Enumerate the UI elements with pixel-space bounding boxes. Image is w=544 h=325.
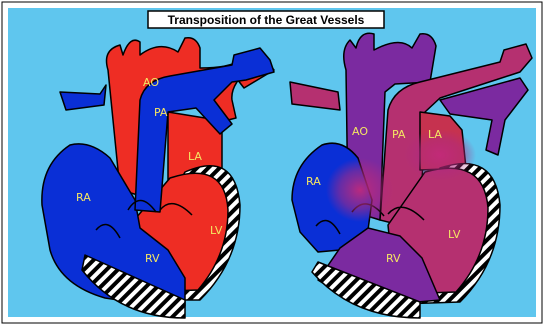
right-label-lv: LV [448,228,461,241]
left-label-ra: RA [76,191,91,204]
left-label-rv: RV [145,252,160,265]
right-label-rv: RV [386,252,401,265]
right-label-ao: AO [352,125,368,138]
right-label-la: LA [428,128,442,141]
left-label-pa: PA [154,106,168,119]
right-label-ra: RA [306,175,321,188]
right-label-pa: PA [392,128,406,141]
left-label-lv: LV [210,224,223,237]
diagram-title: Transposition of the Great Vessels [168,13,365,27]
left-label-ao: AO [143,76,159,89]
right-mixing-cloud [326,158,394,222]
left-label-la: LA [188,150,202,163]
